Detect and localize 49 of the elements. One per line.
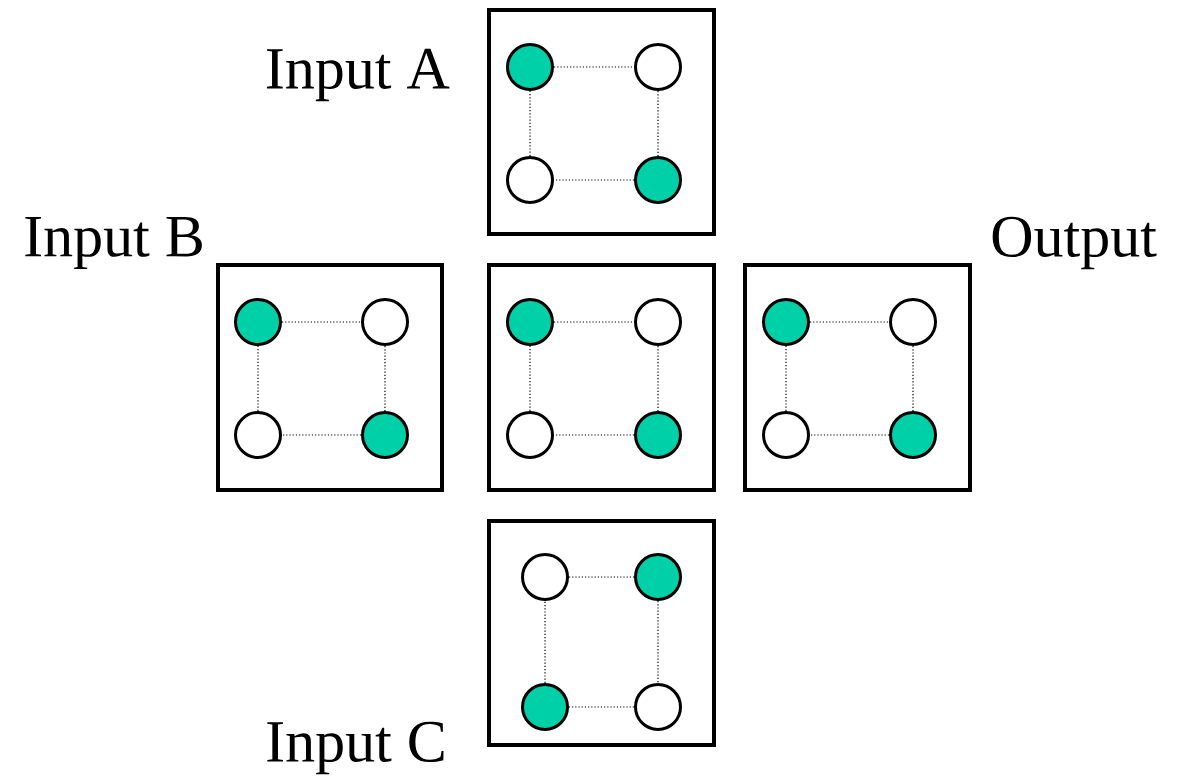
dotted-line — [657, 345, 659, 412]
dot-circle — [234, 411, 282, 459]
dot-circle — [234, 298, 282, 346]
dotted-line — [544, 600, 546, 684]
panel-box — [487, 519, 716, 747]
dotted-line — [657, 600, 659, 684]
dotted-line — [553, 321, 635, 323]
dot-circle — [506, 156, 554, 204]
dot-circle — [521, 553, 569, 601]
dotted-line — [809, 434, 890, 436]
box-label: Input C — [267, 721, 444, 775]
dot-circle — [361, 298, 409, 346]
dot-circle — [634, 156, 682, 204]
dotted-line — [281, 434, 362, 436]
dotted-line — [568, 706, 635, 708]
dot-circle — [506, 298, 554, 346]
dotted-line — [785, 345, 787, 412]
dotted-line — [553, 179, 635, 181]
dotted-line — [281, 321, 362, 323]
dot-circle — [521, 683, 569, 731]
dotted-line — [384, 345, 386, 412]
panel-box — [216, 263, 444, 492]
dotted-line — [912, 345, 914, 412]
dotted-line — [529, 90, 531, 157]
dot-circle — [762, 411, 810, 459]
dot-circle — [634, 683, 682, 731]
dot-circle — [889, 411, 937, 459]
dot-circle — [634, 43, 682, 91]
dot-circle — [889, 298, 937, 346]
dotted-line — [568, 576, 635, 578]
dotted-line — [657, 90, 659, 157]
dot-circle — [506, 411, 554, 459]
box-label: Input A — [267, 48, 450, 102]
dotted-line — [809, 321, 890, 323]
dot-circle — [634, 411, 682, 459]
dotted-line — [257, 345, 259, 412]
box-label: Output — [992, 216, 1157, 270]
panel-box — [487, 8, 716, 236]
dotted-line — [553, 434, 635, 436]
dotted-line — [529, 345, 531, 412]
dot-circle — [634, 553, 682, 601]
box-label: Input B — [25, 216, 202, 270]
dot-circle — [762, 298, 810, 346]
dot-circle — [361, 411, 409, 459]
dotted-line — [553, 66, 635, 68]
panel-box — [487, 263, 716, 492]
dot-circle — [506, 43, 554, 91]
dot-circle — [634, 298, 682, 346]
panel-box — [743, 263, 972, 492]
